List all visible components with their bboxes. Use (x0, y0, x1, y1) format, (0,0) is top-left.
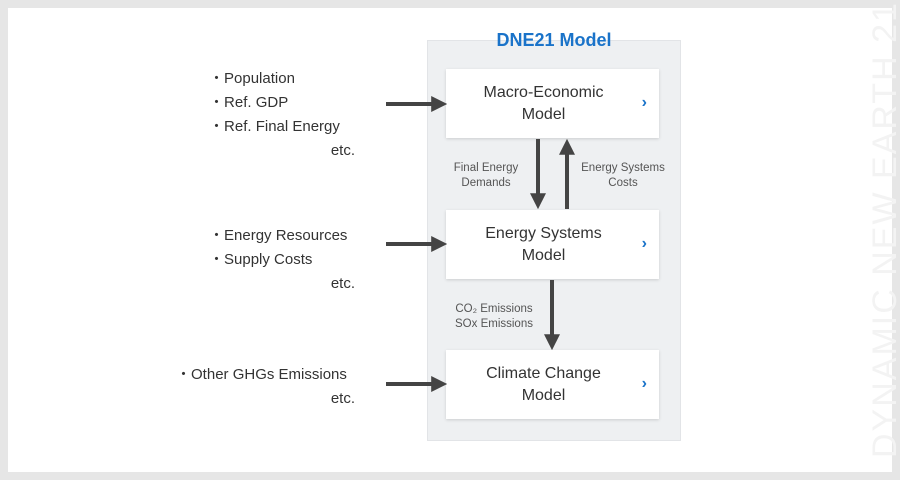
input-group-macro: Population Ref. GDP Ref. Final Energy et… (209, 67, 355, 163)
input-item: Ref. GDP (209, 91, 355, 115)
flow-label-line: Final Energy (453, 162, 519, 174)
flow-label-final-energy: Final Energy Demands (444, 161, 528, 191)
box-label-line1: Macro-Economic (483, 83, 604, 101)
input-group-climate: Other GHGs Emissions etc. (176, 363, 355, 411)
input-item: Other GHGs Emissions (176, 363, 355, 387)
box-label-line2: Model (521, 246, 566, 264)
input-item: Energy Resources (209, 224, 355, 248)
chevron-right-icon: › (641, 234, 647, 252)
box-label-line2: Model (521, 386, 566, 404)
input-group-energy: Energy Resources Supply Costs etc. (209, 224, 355, 296)
chevron-right-icon: › (641, 374, 647, 392)
box-label-line1: Climate Change (486, 364, 601, 382)
input-etc: etc. (330, 275, 355, 292)
input-item: Population (209, 67, 355, 91)
input-item: Ref. Final Energy (209, 115, 355, 139)
chevron-right-icon: › (641, 93, 647, 111)
flow-label-line: Demands (461, 177, 511, 189)
box-label-line1: Energy Systems (485, 224, 602, 242)
box-label-line2: Model (521, 105, 566, 123)
flow-label-line: Energy Systems (581, 162, 665, 174)
flow-label-energy-costs: Energy Systems Costs (572, 161, 674, 191)
input-item: Supply Costs (209, 248, 355, 272)
input-etc: etc. (330, 142, 355, 159)
input-etc: etc. (330, 390, 355, 407)
flow-label-line: SOx Emissions (455, 318, 533, 330)
flow-label-line: Costs (608, 177, 638, 189)
flow-label-line: CO₂ Emissions (455, 303, 533, 315)
flow-label-emissions: CO₂ Emissions SOx Emissions (444, 302, 544, 332)
model-title: DNE21 Model (496, 30, 612, 50)
